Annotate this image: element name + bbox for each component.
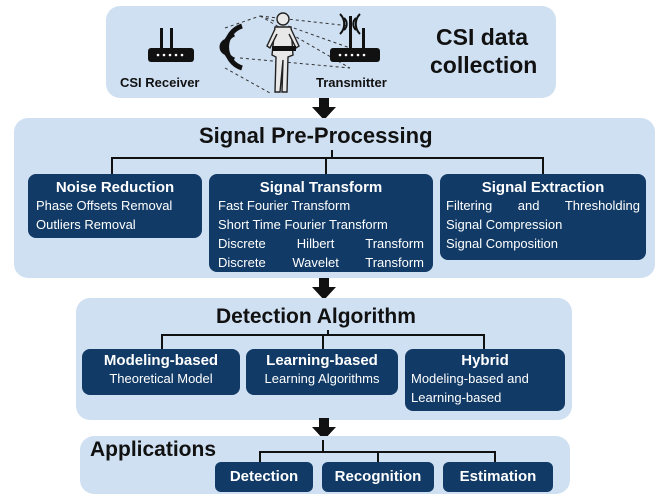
application-recognition: Recognition bbox=[322, 462, 434, 492]
det-connector-mid bbox=[322, 334, 324, 350]
pp-connector-bar bbox=[111, 157, 544, 159]
transform-item: Short Time Fourier Transform bbox=[218, 217, 388, 232]
transmitter-label: Transmitter bbox=[316, 75, 387, 90]
signal-transform-title: Signal Transform bbox=[259, 179, 383, 196]
pp-connector-mid bbox=[325, 157, 327, 175]
app-connector-left bbox=[259, 451, 261, 463]
modeling-based-box: Modeling-based Theoretical Model bbox=[82, 349, 240, 395]
noise-item: Phase Offsets Removal bbox=[36, 198, 173, 213]
learning-based-box: Learning-based Learning Algorithms bbox=[246, 349, 398, 395]
arrow-down-2 bbox=[312, 278, 336, 300]
noise-item: Outliers Removal bbox=[36, 217, 136, 232]
learning-item: Learning Algorithms bbox=[264, 371, 380, 386]
signal-extraction-title: Signal Extraction bbox=[481, 179, 605, 196]
application-estimation: Estimation bbox=[443, 462, 553, 492]
pp-connector-right bbox=[542, 157, 544, 175]
transform-item: Discrete Hilbert Transform bbox=[218, 236, 424, 251]
extraction-item: Signal Compression bbox=[446, 217, 563, 232]
arrow-down-3 bbox=[312, 418, 336, 440]
modeling-item: Theoretical Model bbox=[109, 371, 213, 386]
det-connector-stem bbox=[327, 330, 329, 336]
transmitter-router-icon bbox=[330, 13, 380, 62]
receiver-router-icon bbox=[148, 28, 194, 62]
transform-item: Fast Fourier Transform bbox=[218, 198, 351, 213]
hybrid-item: Modeling-based and bbox=[411, 371, 529, 386]
application-detection: Detection bbox=[215, 462, 313, 492]
arrow-down-1 bbox=[312, 98, 336, 120]
extraction-item: Signal Composition bbox=[446, 236, 559, 251]
hybrid-item: Learning-based bbox=[411, 390, 502, 405]
pp-connector-left bbox=[111, 157, 113, 175]
det-connector-left bbox=[161, 334, 163, 350]
hybrid-title: Hybrid bbox=[461, 352, 509, 369]
app-connector-right bbox=[494, 451, 496, 463]
person-icon bbox=[266, 12, 300, 93]
preprocessing-title: Signal Pre-Processing bbox=[199, 123, 433, 148]
receiver-label: CSI Receiver bbox=[120, 75, 200, 90]
hybrid-box: Hybrid Modeling-based and Learning-based bbox=[405, 349, 565, 411]
wifi-waves-icon bbox=[219, 23, 243, 71]
signal-extraction-box: Signal Extraction Filtering and Threshol… bbox=[440, 174, 646, 260]
signal-transform-box: Signal Transform Fast Fourier Transform … bbox=[209, 174, 433, 272]
learning-based-title: Learning-based bbox=[266, 352, 378, 369]
detection-title: Detection Algorithm bbox=[216, 305, 416, 328]
csi-title-line1: CSI data bbox=[436, 24, 529, 50]
extraction-item: Filtering and Thresholding bbox=[446, 198, 640, 213]
app-connector-stem bbox=[322, 440, 324, 452]
pp-connector-stem bbox=[331, 150, 333, 158]
csi-title-line2: collection bbox=[430, 52, 538, 78]
noise-reduction-title: Noise Reduction bbox=[55, 179, 175, 196]
applications-title: Applications bbox=[90, 438, 217, 461]
transform-item: Discrete Wavelet Transform bbox=[218, 255, 424, 270]
noise-reduction-box: Noise Reduction Phase Offsets Removal Ou… bbox=[28, 174, 202, 238]
det-connector-right bbox=[483, 334, 485, 350]
app-connector-mid bbox=[377, 451, 379, 463]
modeling-based-title: Modeling-based bbox=[103, 352, 219, 369]
